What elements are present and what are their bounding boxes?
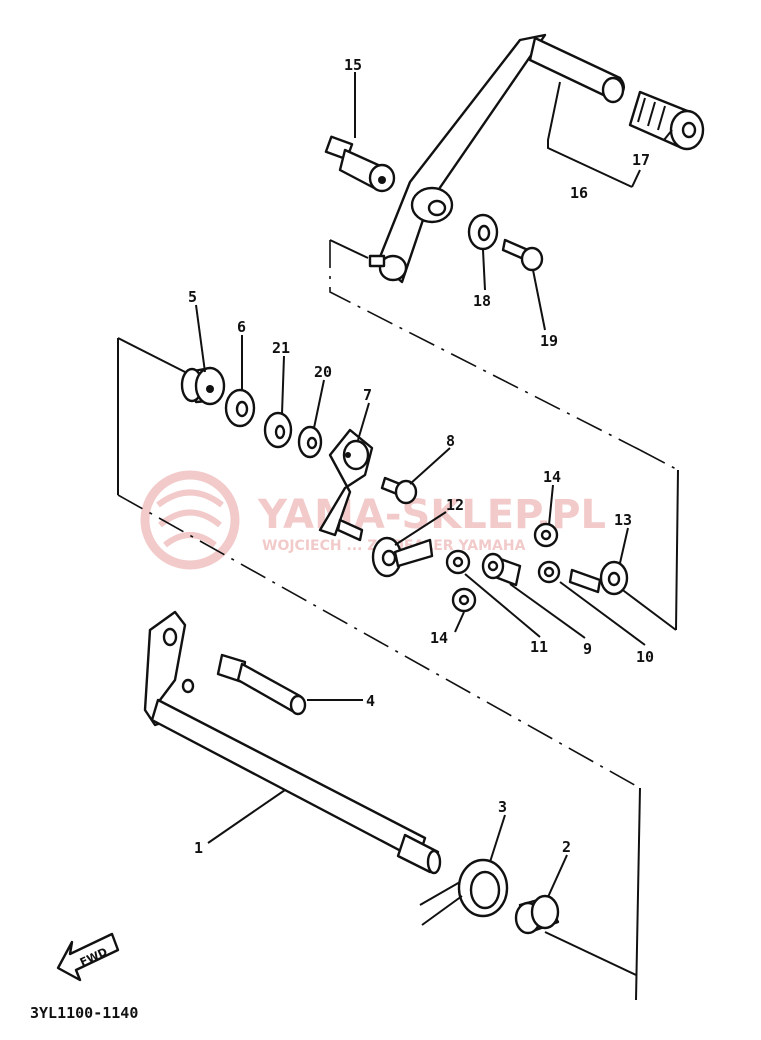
callout-10: 10 — [636, 648, 654, 666]
part-21-washer — [263, 411, 293, 449]
part-19-bolt — [501, 238, 544, 272]
callout-6: 6 — [237, 318, 246, 336]
part-15-pivot-bolt — [324, 135, 396, 193]
callout-11: 11 — [530, 638, 548, 656]
part-10-nut — [537, 560, 561, 584]
callout-4: 4 — [366, 692, 375, 710]
callout-20: 20 — [314, 363, 332, 381]
callout-12: 12 — [446, 496, 464, 514]
forward-arrow-icon: FWD — [56, 932, 120, 982]
diagram-code: 3YL1100-1140 — [30, 1004, 138, 1022]
part-14-nut-upper — [533, 522, 559, 548]
part-7-shift-lever — [318, 428, 374, 542]
part-5-collar — [180, 366, 226, 406]
callout-9: 9 — [583, 640, 592, 658]
callout-5: 5 — [188, 288, 197, 306]
callout-18: 18 — [473, 292, 491, 310]
part-17-pedal-rubber — [628, 90, 705, 151]
callout-15: 15 — [344, 56, 362, 74]
part-3-return-spring — [419, 858, 509, 926]
part-16-shift-pedal — [368, 33, 626, 284]
part-2-collar — [514, 894, 560, 935]
callout-14-lower: 14 — [430, 629, 448, 647]
part-20-circlip — [297, 425, 323, 459]
part-9-joint — [481, 552, 522, 587]
part-11-nut — [445, 549, 471, 575]
part-6-bushing — [224, 388, 256, 428]
callout-numbers: 15 16 17 18 19 5 6 21 20 7 8 12 14 13 14… — [188, 56, 654, 857]
part-18-washer — [467, 213, 499, 251]
watermark-logo-icon — [140, 470, 240, 570]
callout-21: 21 — [272, 339, 290, 357]
part-4-bolt — [216, 653, 307, 716]
part-1-shift-shaft — [143, 610, 442, 875]
callout-3: 3 — [498, 798, 507, 816]
assembly-outline-middle — [117, 337, 679, 1001]
part-8-bolt — [380, 476, 418, 505]
callout-8: 8 — [446, 432, 455, 450]
callout-16: 16 — [570, 184, 588, 202]
part-14-nut-lower — [451, 587, 477, 613]
callout-7: 7 — [363, 386, 372, 404]
callout-14-upper: 14 — [543, 468, 561, 486]
callout-17: 17 — [632, 151, 650, 169]
callout-1: 1 — [194, 839, 203, 857]
assembly-outline-upper — [329, 239, 641, 451]
callout-2: 2 — [562, 838, 571, 856]
leader-lines — [195, 72, 673, 976]
callout-13: 13 — [614, 511, 632, 529]
part-13-rod-end — [568, 560, 629, 596]
callout-19: 19 — [540, 332, 558, 350]
part-12-rod-end — [371, 536, 434, 578]
